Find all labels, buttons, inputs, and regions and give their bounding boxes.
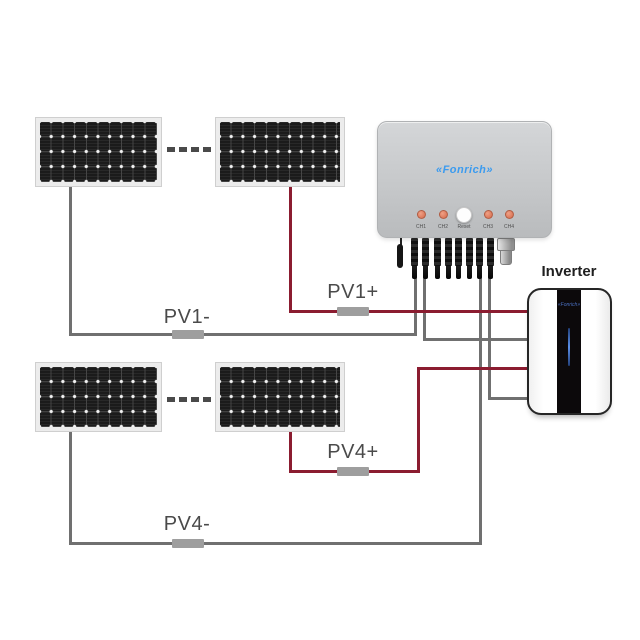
mc4-connector-ch2 (434, 238, 452, 279)
mc4-connector-ch4 (476, 238, 494, 279)
device-ch1-output-wire-drop (423, 276, 426, 341)
solar-panel-string4-last (215, 362, 345, 432)
inverter: «Fonrich» (527, 288, 612, 415)
antenna-icon (397, 244, 403, 268)
ch4-label: CH4 (503, 224, 514, 230)
solar-cells (40, 122, 157, 182)
solar-cells (40, 367, 157, 427)
mc4-barrel (487, 238, 494, 279)
pv4-negative-wire-run (69, 542, 482, 545)
mc4-connector-ch1 (411, 238, 429, 279)
pv1-positive-wire-drop (289, 184, 292, 313)
ch1-label: CH1 (415, 224, 426, 230)
solar-cells (220, 367, 340, 427)
string1-continuation-dashes (167, 147, 211, 152)
reset-button[interactable] (456, 206, 472, 223)
inverter-front-stripe: «Fonrich» (557, 290, 581, 413)
inverter-status-led-icon (568, 328, 570, 366)
indicator-reset: Reset (449, 206, 479, 230)
device-ch4-output-wire-to-inverter (488, 397, 530, 400)
indicator-ch1: CH1 (406, 206, 436, 230)
solar-panel-string1-first (35, 117, 162, 187)
string4-continuation-dashes (167, 397, 211, 402)
indicator-ch3: CH3 (473, 206, 503, 230)
device-ch1-output-wire-to-inverter (423, 338, 530, 341)
ch1-led-icon (416, 210, 426, 219)
inverter-brand-logo: «Fonrich» (557, 302, 581, 308)
pv1-positive-label: PV1+ (327, 281, 379, 303)
mc4-barrel (411, 238, 418, 279)
pv4-negative-wire-riser (479, 276, 482, 545)
indicator-ch2: CH2 (428, 206, 458, 230)
pv1-negative-wire-riser (414, 276, 417, 336)
mc4-barrel (455, 238, 462, 279)
pv1-negative-wire-drop (69, 185, 72, 336)
pv1-negative-label: PV1- (163, 306, 211, 328)
pv4-positive-wire-riser (417, 367, 420, 473)
pv1-negative-wire-run (69, 333, 417, 336)
pv4-negative-wire-drop (69, 430, 72, 545)
mc4-barrel (434, 238, 441, 279)
ch3-label: CH3 (482, 224, 493, 230)
ch2-led-icon (438, 210, 448, 219)
mc4-barrel (466, 238, 473, 279)
ch4-led-icon (504, 210, 514, 219)
pv4-positive-inline-connector (337, 467, 369, 476)
rapid-shutdown-device: «Fonrich» CH1 CH2 Reset CH3 CH4 (377, 121, 552, 238)
pv1-negative-inline-connector (172, 330, 204, 339)
ch2-label: CH2 (437, 224, 448, 230)
pv1-positive-wire-to-inverter (289, 310, 530, 313)
pv1-positive-inline-connector (337, 307, 369, 316)
cable-gland-lower (500, 250, 512, 265)
ch3-led-icon (483, 210, 493, 219)
pv4-positive-label: PV4+ (327, 441, 379, 463)
pv4-negative-label: PV4- (163, 513, 211, 535)
mc4-barrel (422, 238, 429, 279)
pv4-positive-wire-to-inverter (417, 367, 530, 370)
pv4-negative-inline-connector (172, 539, 204, 548)
antenna-stem (400, 238, 402, 245)
indicator-ch4: CH4 (494, 206, 524, 230)
solar-panel-string1-last (215, 117, 345, 187)
solar-panel-string4-first (35, 362, 162, 432)
device-ch4-output-wire-drop (488, 276, 491, 400)
inverter-title: Inverter (541, 263, 597, 280)
mc4-barrel (476, 238, 483, 279)
solar-cells (220, 122, 340, 182)
mc4-barrel (445, 238, 452, 279)
device-brand-logo: «Fonrich» (435, 164, 494, 176)
mc4-connector-ch3 (455, 238, 473, 279)
reset-label: Reset (457, 224, 471, 230)
pv4-positive-wire-drop (289, 430, 292, 473)
